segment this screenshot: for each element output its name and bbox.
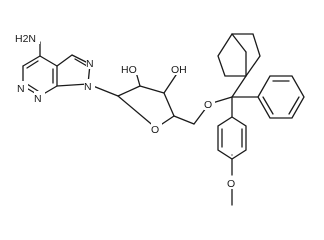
n9-label: N — [84, 81, 92, 93]
structure-diagram: H2N N N N N HO OH O O O — [14, 31, 305, 206]
methoxy-oxygen-label: O — [227, 178, 235, 190]
phenyl-ring-right — [257, 75, 305, 119]
molecule-canvas: H2N N N N N HO OH O O O — [14, 31, 305, 206]
oh-right-bond — [163, 71, 179, 94]
trityl-bond-top — [231, 75, 247, 98]
ether-oxygen-label: O — [204, 99, 212, 111]
methoxyphenyl-ring — [217, 116, 247, 160]
oh-right-label: OH — [171, 64, 187, 76]
n3-label: N — [34, 93, 42, 105]
pyrimidine-ring — [22, 55, 58, 97]
n1-label: N — [17, 83, 25, 95]
ribose-ring — [117, 85, 175, 129]
phenyl-ring-top — [217, 33, 261, 77]
oh-left-label: HO — [121, 64, 137, 76]
ring-oxygen-label: O — [151, 124, 159, 136]
n7-label: N — [86, 58, 94, 70]
c5-bond — [173, 115, 195, 125]
atom-labels: H2N N N N N HO OH O O O — [14, 31, 238, 190]
amine-label: H2N — [15, 33, 36, 45]
